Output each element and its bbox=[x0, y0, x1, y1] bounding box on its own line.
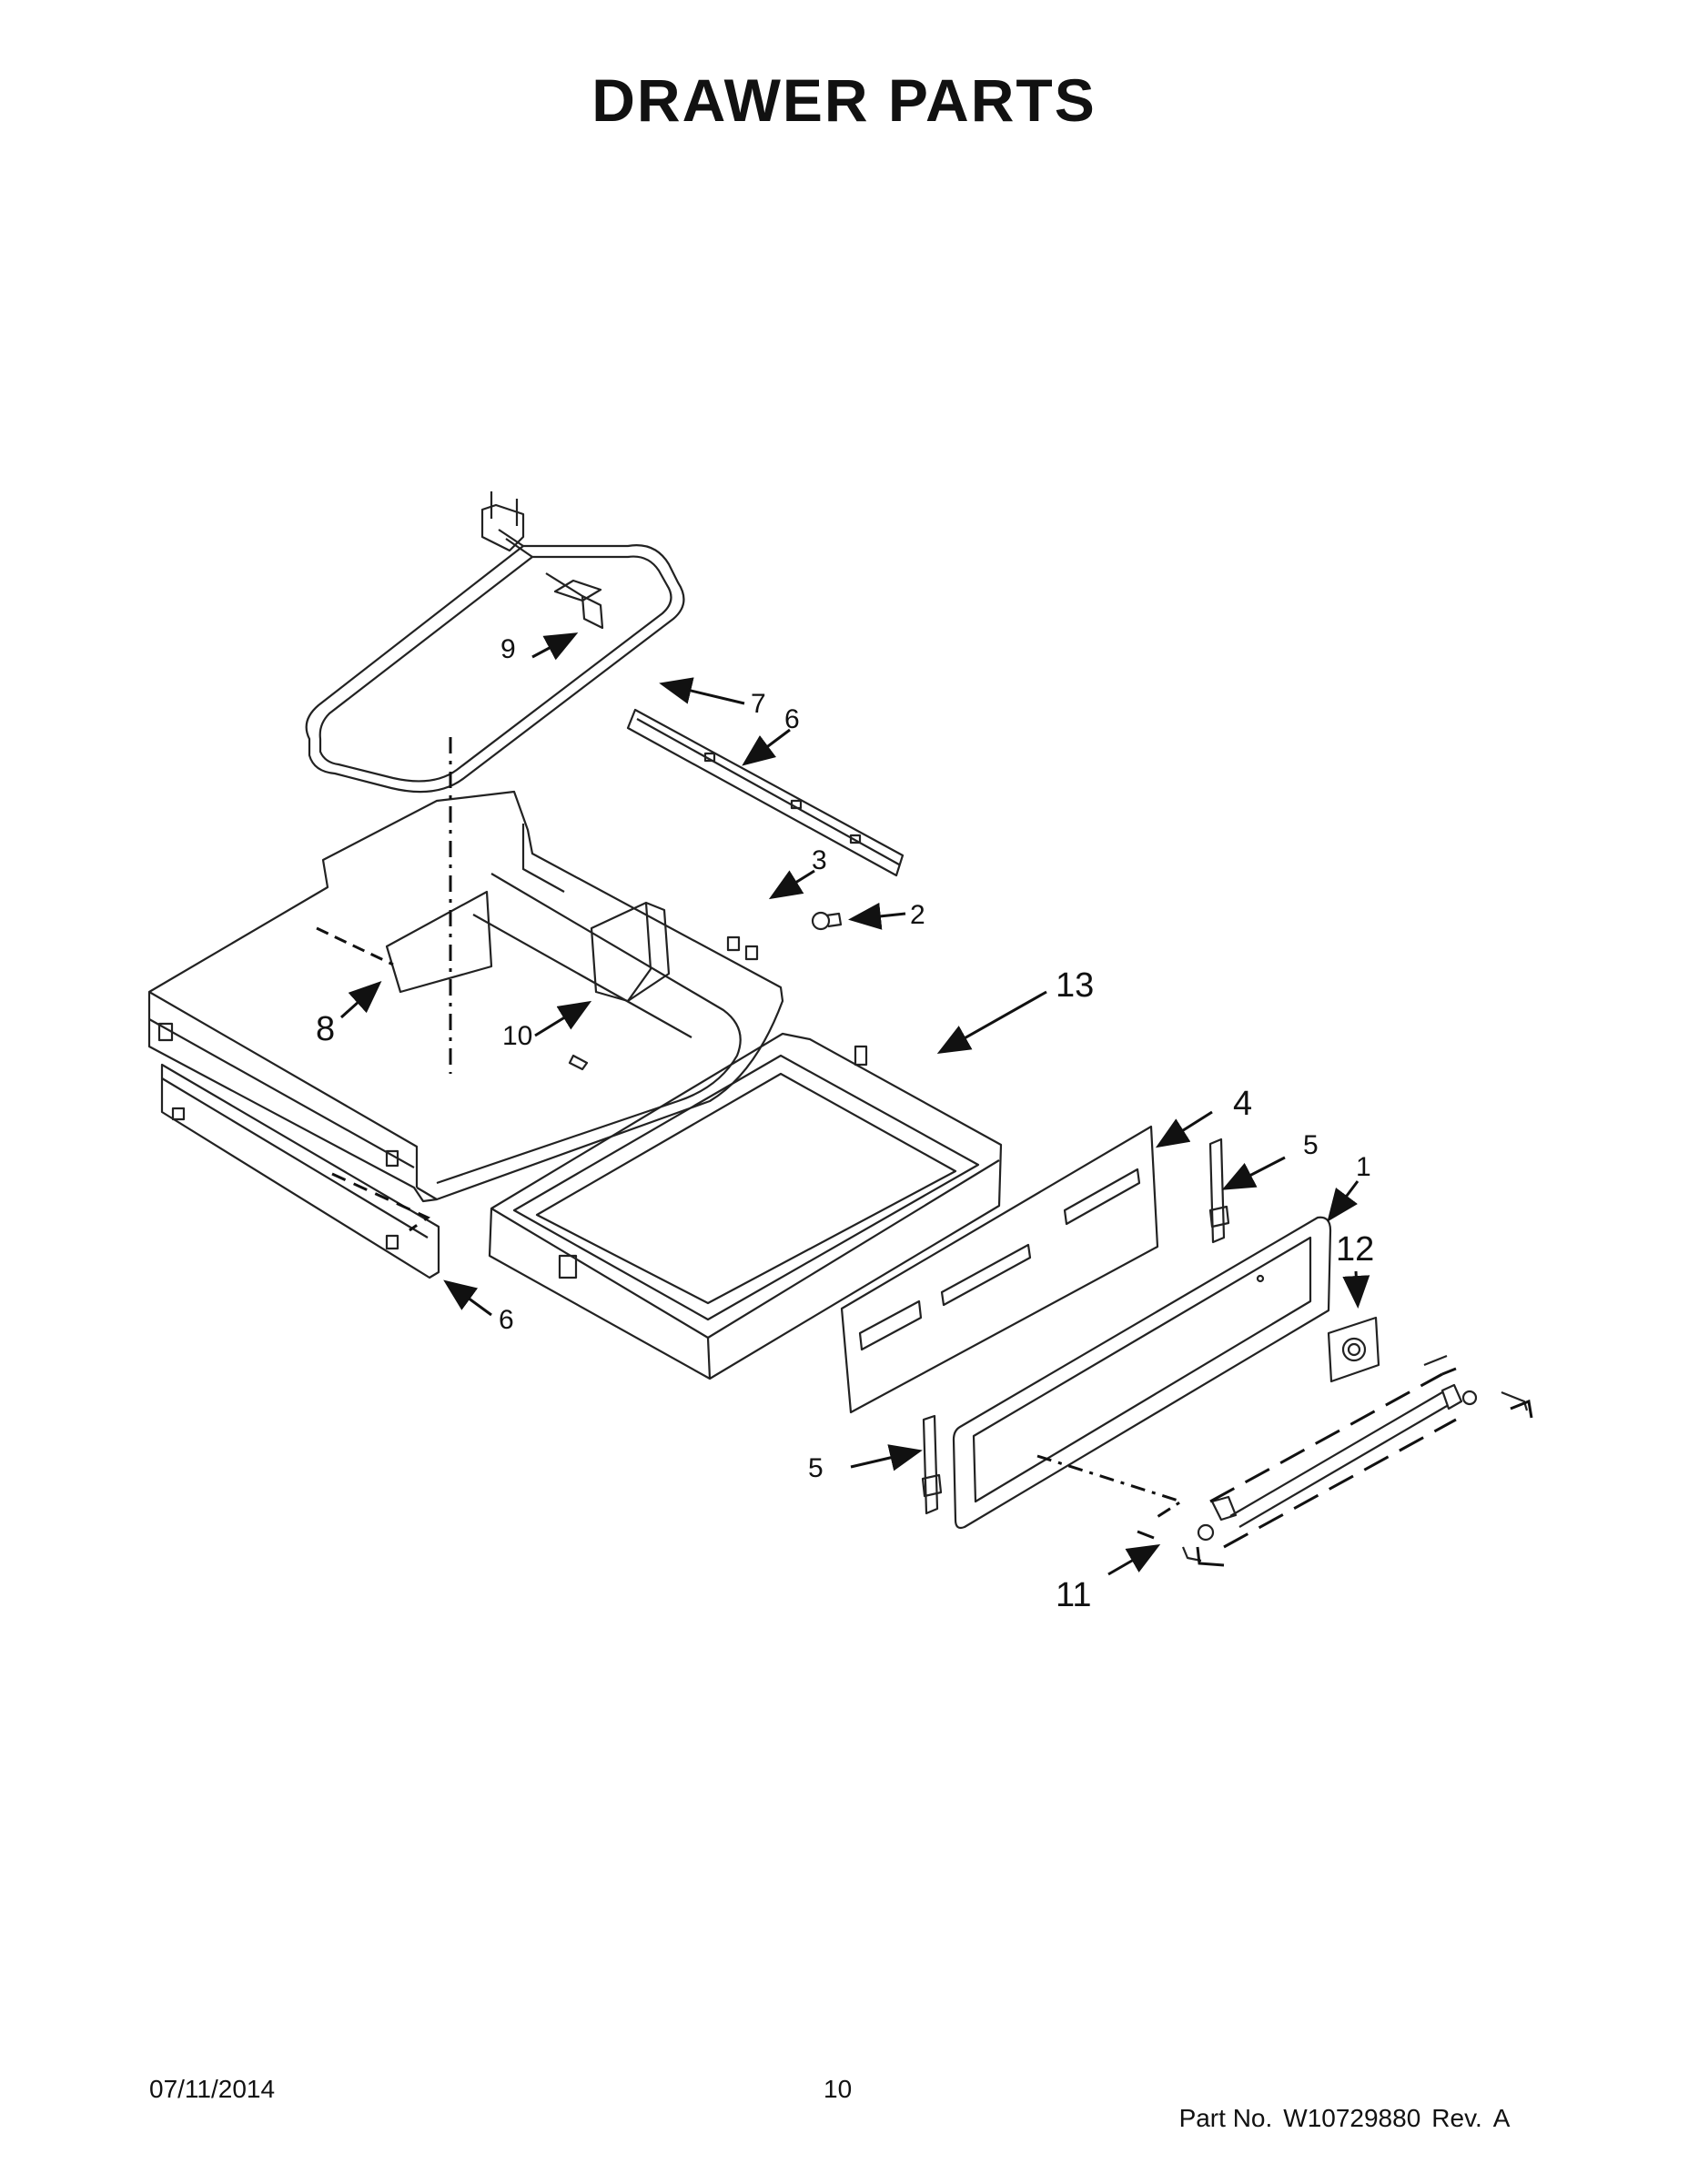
callout-9: 9 bbox=[500, 634, 516, 664]
page-title: DRAWER PARTS bbox=[591, 66, 1097, 134]
callout-10: 10 bbox=[502, 1021, 532, 1051]
callout-5-upper: 5 bbox=[1303, 1130, 1319, 1160]
callout-6-upper: 6 bbox=[784, 704, 800, 734]
assembly-line-rail bbox=[331, 1172, 431, 1232]
part-heating-element bbox=[305, 491, 685, 794]
callout-2: 2 bbox=[910, 900, 925, 930]
footer-part-label: Part No. bbox=[1178, 2104, 1273, 2132]
footer-rev-value: A bbox=[1492, 2104, 1511, 2132]
part-drawer-inner-panel bbox=[840, 1125, 1159, 1414]
part-screw bbox=[811, 911, 843, 931]
part-slide-rail-lower bbox=[160, 1063, 440, 1279]
callout-7: 7 bbox=[751, 689, 766, 719]
part-slide-rail-upper bbox=[626, 708, 905, 877]
callout-8: 8 bbox=[316, 1010, 335, 1048]
leader-arrows bbox=[339, 632, 1370, 1576]
footer-page-number: 10 bbox=[824, 2075, 853, 2103]
footer-part-number: W10729880 bbox=[1283, 2104, 1421, 2132]
callout-11: 11 bbox=[1056, 1576, 1091, 1614]
assembly-line-bracket bbox=[316, 926, 394, 966]
part-sensor bbox=[545, 572, 604, 630]
assembly-line-front bbox=[1036, 1454, 1185, 1520]
callout-3: 3 bbox=[812, 845, 827, 875]
part-drawer-front bbox=[952, 1216, 1332, 1530]
callout-1: 1 bbox=[1356, 1152, 1371, 1182]
part-hinge-upper bbox=[1208, 1138, 1230, 1244]
callout-5-lower: 5 bbox=[808, 1453, 824, 1483]
footer-part-info: Part No. W10729880 Rev. A bbox=[1165, 2075, 1521, 2133]
part-bracket-center bbox=[590, 901, 671, 1003]
part-drawer-tray bbox=[488, 1032, 1003, 1380]
callout-13: 13 bbox=[1056, 966, 1094, 1005]
footer-rev-label: Rev. bbox=[1431, 2104, 1482, 2132]
footer-date: 07/11/2014 bbox=[149, 2075, 276, 2103]
callout-12: 12 bbox=[1336, 1230, 1374, 1269]
part-hinge-lower bbox=[921, 1414, 943, 1515]
part-bracket-left bbox=[385, 890, 493, 994]
callout-4: 4 bbox=[1233, 1085, 1252, 1123]
part-drawer-housing bbox=[147, 790, 784, 1203]
part-badge bbox=[1327, 1316, 1380, 1383]
callout-6-lower: 6 bbox=[499, 1305, 514, 1335]
part-handle bbox=[1181, 1354, 1529, 1562]
assembly-line-handle bbox=[1209, 1372, 1457, 1549]
